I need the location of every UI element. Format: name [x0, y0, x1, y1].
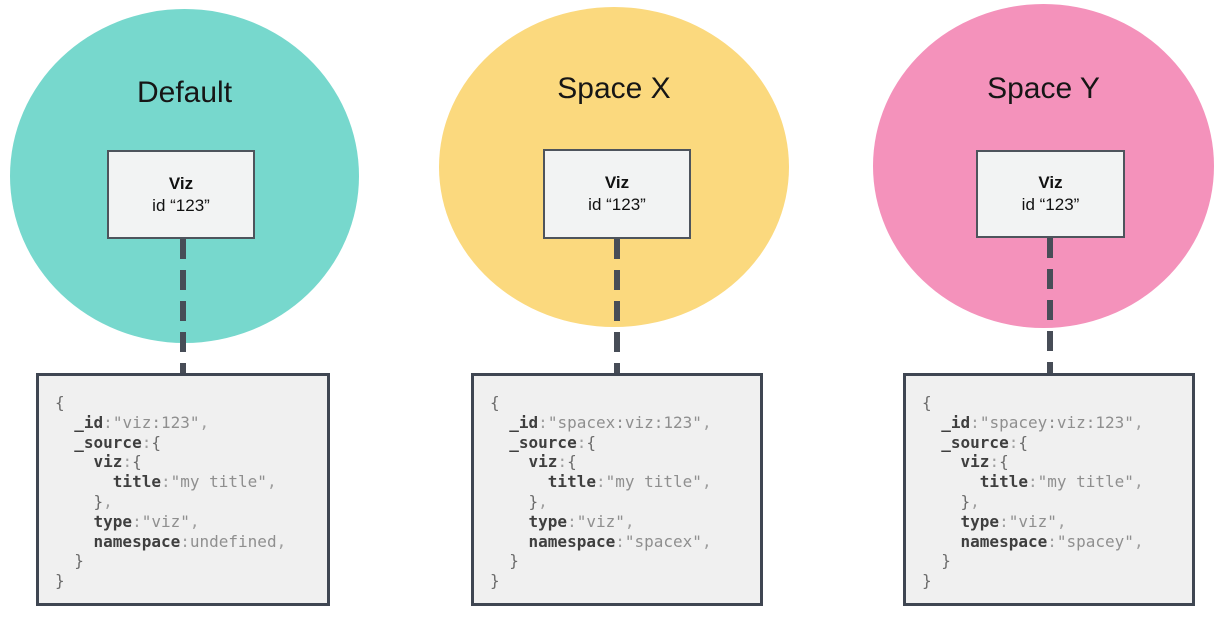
code-line: type:"viz", [528, 511, 635, 531]
code-line: }, [93, 491, 113, 511]
viz-object-label: Viz [168, 173, 194, 193]
code-line: } [922, 571, 932, 591]
code-line: title:"my title", [979, 472, 1144, 492]
code-line: } [74, 551, 84, 571]
dashed-connector [614, 239, 620, 374]
code-line: _source:{ [74, 432, 161, 452]
code-line: title:"my title", [547, 472, 712, 492]
viz-object-box: Viz id “123” [543, 149, 691, 239]
code-line: _id:"viz:123", [74, 412, 210, 432]
code-line: } [55, 571, 65, 591]
viz-object-id: id “123” [152, 195, 210, 215]
dashed-connector [1047, 238, 1053, 374]
code-line: viz:{ [960, 452, 1009, 472]
viz-object-id: id “123” [588, 195, 646, 214]
code-line: namespace:undefined, [93, 531, 287, 551]
code-line: } [490, 571, 500, 591]
space-title-space-y: Space Y [987, 72, 1100, 105]
code-line: { [490, 393, 500, 412]
code-line: _source:{ [509, 432, 596, 452]
code-line: { [55, 393, 65, 412]
code-line: _source:{ [941, 432, 1028, 452]
viz-object-box: Viz id “123” [107, 150, 255, 239]
code-line: viz:{ [528, 452, 577, 472]
dashed-connector [180, 239, 186, 374]
code-line: namespace:"spacey", [960, 531, 1144, 551]
code-line: } [509, 551, 519, 571]
code-line: title:"my title", [112, 472, 277, 492]
saved-object-document: { _id:"viz:123", _source:{ viz:{ title:"… [36, 373, 330, 606]
code-line: _id:"spacey:viz:123", [941, 412, 1144, 432]
viz-object-label: Viz [1038, 173, 1063, 192]
space-title-space-x: Space X [557, 72, 671, 105]
space-title-default: Default [136, 76, 233, 109]
code-line: viz:{ [93, 452, 142, 472]
code-line: namespace:"spacex", [528, 531, 712, 551]
viz-object-label: Viz [604, 173, 630, 192]
code-line: type:"viz", [960, 511, 1067, 531]
code-line: type:"viz", [93, 511, 200, 531]
code-line: { [922, 393, 932, 412]
code-line: }, [528, 491, 548, 511]
saved-object-document: { _id:"spacey:viz:123", _source:{ viz:{ … [903, 373, 1195, 606]
saved-object-document: { _id:"spacex:viz:123", _source:{ viz:{ … [471, 373, 763, 606]
viz-object-box: Viz id “123” [976, 150, 1125, 238]
code-line: _id:"spacex:viz:123", [509, 412, 712, 432]
code-line: }, [960, 491, 980, 511]
viz-object-id: id “123” [1021, 195, 1080, 214]
code-line: } [941, 551, 951, 571]
